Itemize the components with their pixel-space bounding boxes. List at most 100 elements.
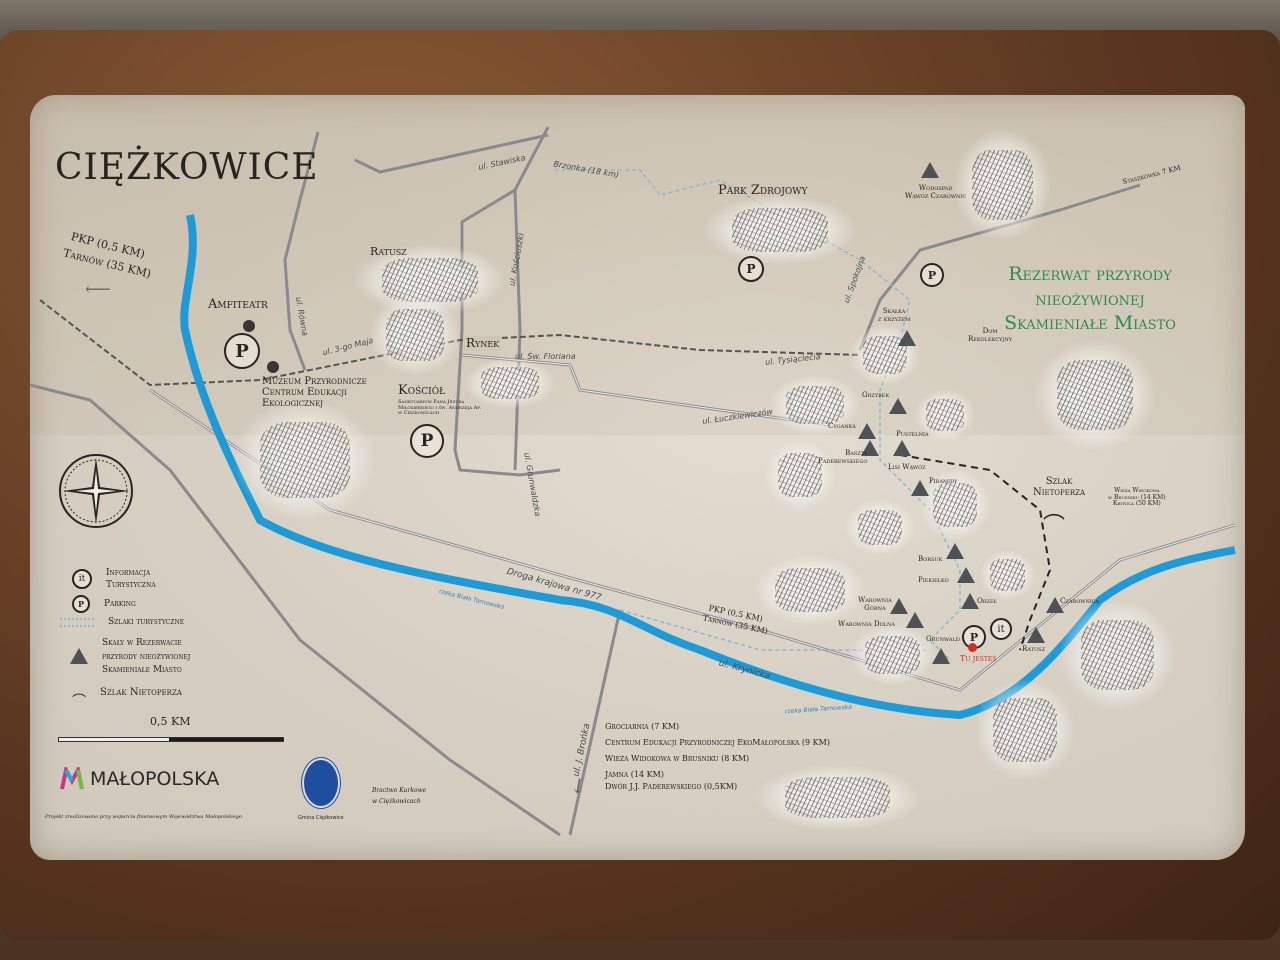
rock-orzel: Orzeł (977, 597, 997, 605)
place-muzeum: Muzeum Przyrodnicze Centrum Edukacji Eko… (262, 376, 367, 409)
direction-brusnik: Wieża Widokowa w Brusniku (14 KM) Krynic… (1108, 487, 1166, 508)
attraction-item: Wieża Widokowa w Brusniku (8 KM) (605, 754, 750, 763)
rock-triangle-icon (906, 612, 924, 628)
muzeum-line: Muzeum Przyrodnicze (262, 376, 367, 387)
road (568, 609, 622, 836)
muzeum-line: Centrum Edukacji (262, 387, 347, 398)
legend-parking: P Parking (72, 595, 136, 613)
rock-skalka: Skałka z krzyżem (878, 307, 911, 323)
attraction-item: Grociarnia (7 KM) (605, 722, 680, 731)
rock-triangle-icon (889, 398, 907, 414)
manor-sketch (755, 765, 920, 830)
funding-note: Projekt zrealizowano przy wsparciu finan… (45, 814, 243, 820)
rock-baszta: Baszta Paderewskiego (818, 449, 868, 465)
road (283, 131, 320, 371)
parking-icon: P (410, 424, 444, 458)
info-icon: it (72, 569, 92, 590)
place-park-zdrojowy: Park Zdrojowy (718, 183, 808, 198)
poi-dot (267, 361, 279, 373)
muzeum-line: Ekologicznej (262, 398, 324, 409)
rock-grzybek: Grzybek (862, 391, 890, 399)
wodospad-line: Wodospad (918, 184, 953, 192)
trail-line-icon (60, 617, 94, 627)
legend-parking-label: Parking (104, 598, 136, 609)
rock-sketch (850, 625, 935, 685)
legend-trails: Szlaki turystyczne (60, 616, 184, 628)
legend-bat-label: Szlak Nietoperza (100, 686, 182, 698)
skalka-line: Skałka (882, 307, 906, 315)
attraction-item: Centrum Edukacji Przyrodniczej EkoMałopo… (605, 738, 830, 747)
road (354, 133, 549, 174)
bat-trail-label: Szlak Nietoperza (1033, 476, 1085, 498)
tree-rock-sketch (975, 680, 1075, 780)
bractwo-line: w Ciężkowicach (372, 798, 421, 806)
scale-label: 0,5 KM (150, 715, 191, 728)
nearby-attractions: Grociarnia (7 KM) Centrum Edukacji Przyr… (605, 722, 830, 798)
legend-trails-label: Szlaki turystyczne (108, 617, 185, 627)
baszta-line: Baszta (845, 449, 868, 457)
place-rynek: Rynek (464, 336, 502, 352)
malopolska-brand: MAŁOPOLSKA (90, 768, 220, 790)
road (453, 126, 561, 477)
gorge-sketch (955, 130, 1050, 240)
rock-sketch (980, 550, 1035, 600)
rock-sketch (770, 375, 860, 435)
parking-icon: P (738, 256, 764, 282)
rock-sketch (915, 390, 975, 440)
rock-sketch (1060, 600, 1175, 710)
rock-warownia-gorna: Warownia Górna (858, 596, 892, 612)
rock-cyganka: Cyganka (828, 422, 856, 430)
kosciol-sub-line: Sanktuarium Pana Jezusa (398, 399, 465, 405)
rock-triangle-icon (946, 543, 964, 559)
rock-sketch (845, 500, 915, 555)
rock-borsuk: Borsuk (918, 555, 943, 563)
bats-sketch (1035, 340, 1155, 450)
rock-triangle-icon (911, 480, 929, 496)
bat-icon: ︵ (72, 684, 86, 700)
legend-bat: ︵ Szlak Nietoperza (72, 683, 182, 702)
reserve-title-line: Rezerwat przyrody (1008, 263, 1172, 285)
rock-ratusz: Ratusz (1022, 645, 1046, 653)
rock-triangle-icon (932, 648, 950, 664)
rock-sketch (765, 440, 835, 510)
bat-trail-line: Szlak (1045, 476, 1073, 487)
you-are-here-label: Tu jesteś (960, 654, 997, 663)
rock-triangle-icon (1046, 597, 1064, 613)
scale-bar (58, 737, 284, 742)
church-sketch (370, 295, 460, 375)
bractwo-line: Bractwo Kurkowe (372, 787, 427, 794)
compass-rose-icon (59, 454, 133, 528)
rock-pustelnia: Pustelnia (896, 430, 929, 438)
attraction-item: Dwór J.J. Paderewskiego (0,5KM) (605, 782, 738, 791)
museum-sketch (235, 400, 375, 520)
poi-dot (243, 320, 255, 332)
rock-lisi-wawoz: Lisi Wąwóz (888, 463, 926, 471)
rynek-sketch (465, 358, 555, 408)
rock-triangle-icon (898, 330, 916, 346)
rock-triangle-icon (890, 598, 908, 614)
rock-triangle-icon (1027, 627, 1045, 643)
baszta-line: Paderewskiego (818, 456, 868, 465)
map-title: Ciężkowice (55, 147, 319, 188)
rock-czarownica: Czarownica (1060, 597, 1100, 605)
place-amfiteatr: Amfiteatr (208, 297, 268, 312)
rock-triangle-icon (861, 440, 879, 456)
skalka-line: z krzyżem (878, 314, 911, 323)
place-kosciol: Kościół (398, 383, 446, 398)
rock-sketch (920, 470, 990, 540)
kosciol-sub-line: Miłosiernego i św. Andrzeja Ap. (398, 404, 482, 411)
railway (39, 299, 861, 387)
rock-triangle-icon (921, 162, 939, 178)
parking-icon: P (72, 595, 90, 613)
direction-line: w Brusniku (14 KM) (1108, 493, 1166, 501)
rock-triangle-icon (858, 423, 876, 439)
parking-icon: P (920, 263, 944, 287)
wodospad-line: Wąwóz Czarownic (905, 191, 967, 200)
rock-warownia-dolna: Warownia Dolna (838, 620, 896, 628)
warownia-line: Warownia (858, 596, 892, 604)
gmina-coat-of-arms (302, 758, 340, 808)
bractwo-label: Bractwo Kurkowe w Ciężkowicach (372, 785, 426, 808)
dom-line: Dom (982, 327, 998, 335)
